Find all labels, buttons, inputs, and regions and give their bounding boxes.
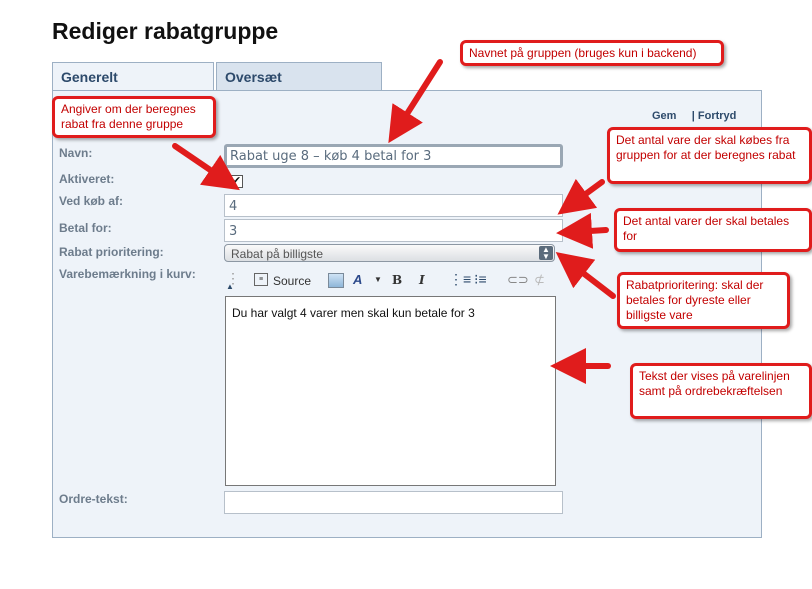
callout-cart-text: Tekst der vises på varelinjen samt på or… bbox=[630, 363, 812, 419]
priority-select-value: Rabat på billigste bbox=[231, 247, 324, 261]
arrow-priority bbox=[555, 252, 616, 299]
priority-label: Rabat prioritering: bbox=[59, 245, 164, 259]
source-button[interactable]: Source bbox=[273, 274, 312, 288]
callout-active: Angiver om der beregnes rabat fra denne … bbox=[52, 96, 216, 138]
arrow-buy-count bbox=[557, 178, 605, 215]
arrow-active bbox=[172, 143, 240, 191]
separator: | bbox=[691, 110, 695, 122]
priority-select[interactable]: Rabat på billigste ▲▼ bbox=[224, 244, 555, 262]
tab-oversaet[interactable]: Oversæt bbox=[216, 62, 382, 90]
editor-toolbar: ⋮ ▲ ≡ Source A ▼ B I ⋮≡ ⁝≡ ⊂⊃ ⊄ bbox=[224, 268, 558, 295]
arrow-pay-for bbox=[556, 212, 609, 249]
cancel-link[interactable]: Fortryd bbox=[697, 110, 737, 122]
toolbar-grip-icon: ⋮ bbox=[226, 270, 240, 286]
page-title: Rediger rabatgruppe bbox=[52, 18, 279, 44]
pay-for-label: Betal for: bbox=[59, 221, 112, 235]
source-icon[interactable]: ≡ bbox=[254, 273, 268, 286]
toolbar-collapse-icon[interactable]: ▲ bbox=[226, 282, 234, 291]
italic-button[interactable]: I bbox=[419, 273, 425, 287]
callout-priority: Rabatprioritering: skal der betales for … bbox=[617, 272, 790, 329]
cart-note-label: Varebemærkning i kurv: bbox=[59, 267, 196, 281]
pay-for-input[interactable]: 3 bbox=[224, 219, 563, 242]
link-icon[interactable]: ⊂⊃ bbox=[507, 272, 529, 287]
name-input[interactable]: Rabat uge 8 – køb 4 betal for 3 bbox=[224, 144, 563, 168]
unlink-icon[interactable]: ⊄ bbox=[534, 272, 545, 287]
bold-button[interactable]: B bbox=[392, 273, 403, 287]
image-icon[interactable] bbox=[328, 273, 344, 288]
bulleted-list-icon[interactable]: ⁝≡ bbox=[474, 271, 487, 287]
name-label: Navn: bbox=[59, 146, 93, 160]
tab-generelt[interactable]: Generelt bbox=[52, 62, 214, 91]
numbered-list-icon[interactable]: ⋮≡ bbox=[449, 271, 472, 287]
buy-count-label: Ved køb af: bbox=[59, 194, 124, 208]
select-arrows-icon: ▲▼ bbox=[539, 246, 553, 261]
chevron-down-icon[interactable]: ▼ bbox=[374, 275, 382, 284]
order-text-input[interactable] bbox=[224, 491, 563, 514]
arrow-group-name bbox=[388, 59, 443, 144]
active-label: Aktiveret: bbox=[59, 172, 115, 186]
order-text-label: Ordre-tekst: bbox=[59, 492, 128, 506]
save-link[interactable]: Gem bbox=[652, 110, 677, 122]
cart-note-editor[interactable]: Du har valgt 4 varer men skal kun betale… bbox=[225, 296, 556, 486]
callout-pay-for: Det antal varer der skal betales for bbox=[614, 208, 812, 252]
form-actions: Gem | Fortryd bbox=[652, 110, 736, 122]
callout-group-name: Navnet på gruppen (bruges kun i backend) bbox=[460, 40, 724, 66]
callout-buy-count: Det antal vare der skal købes fra gruppe… bbox=[607, 127, 812, 184]
text-color-icon[interactable]: A bbox=[353, 272, 363, 287]
